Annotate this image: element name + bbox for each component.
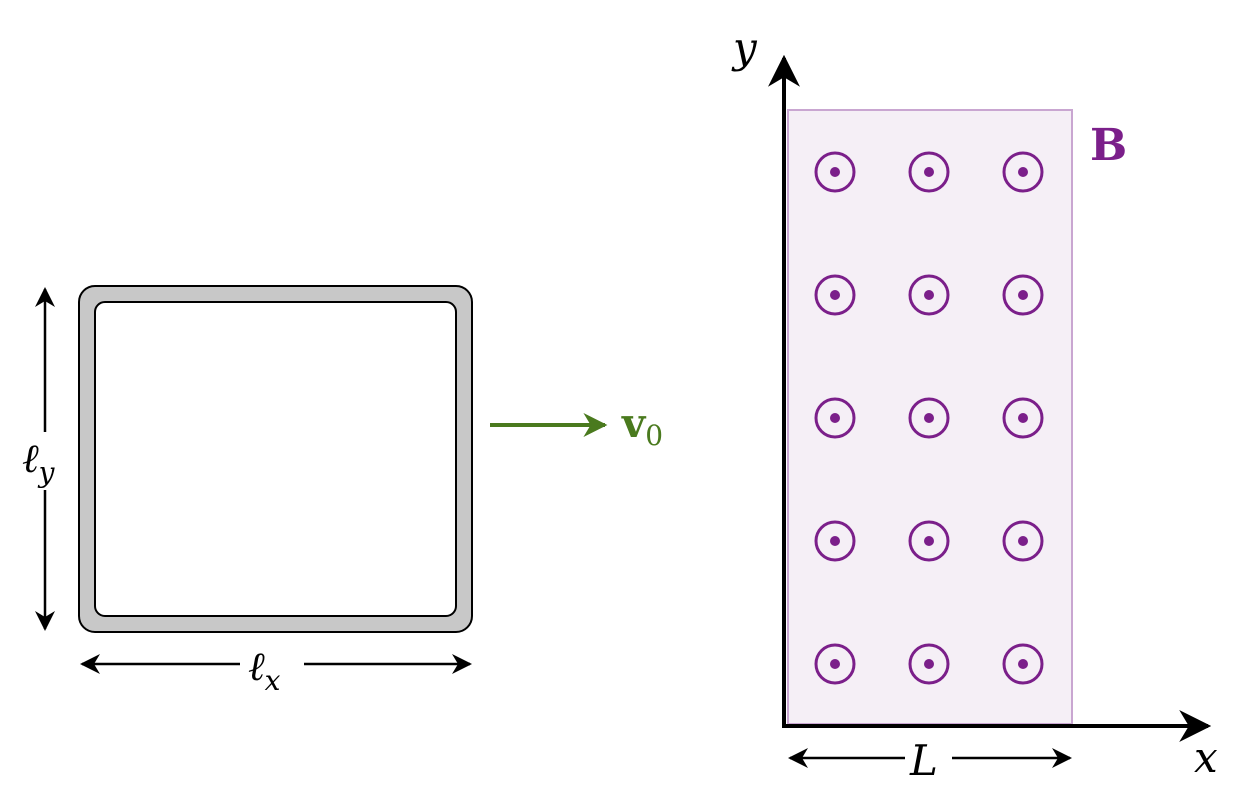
field-symbol-dot: [1018, 413, 1028, 423]
field-out-of-page-symbol: [908, 643, 950, 685]
field-symbol-ring: [814, 397, 856, 439]
axes: y x: [731, 23, 1218, 782]
field-out-of-page-symbol: [908, 520, 950, 562]
field-symbol-dot: [1018, 536, 1028, 546]
loop-inner-edge: [94, 301, 457, 617]
field-out-of-page-symbol: [908, 151, 950, 193]
field-out-of-page-symbol: [814, 520, 856, 562]
field-symbol-dot: [1018, 659, 1028, 669]
loop-width-dimension: ℓx: [80, 644, 472, 697]
field-out-of-page-symbol: [814, 643, 856, 685]
field-symbol-ring: [908, 274, 950, 316]
field-symbol-dot: [1018, 290, 1028, 300]
field-symbol-ring: [1002, 274, 1044, 316]
field-symbol-dot: [830, 659, 840, 669]
field-symbol-ring: [814, 520, 856, 562]
loop-height-label: ℓy: [22, 436, 56, 489]
field-symbol-ring: [908, 151, 950, 193]
region-width-dimension: L: [788, 736, 1072, 785]
field-symbols: [814, 151, 1044, 685]
field-symbol-dot: [924, 167, 934, 177]
field-symbol-dot: [924, 290, 934, 300]
field-out-of-page-symbol: [814, 397, 856, 439]
field-symbol-ring: [908, 643, 950, 685]
field-symbol-dot: [830, 167, 840, 177]
field-symbol-ring: [908, 397, 950, 439]
velocity-label: v0: [621, 400, 663, 452]
field-symbol-dot: [1018, 167, 1028, 177]
field-symbol-ring: [814, 643, 856, 685]
field-symbol-ring: [1002, 151, 1044, 193]
field-out-of-page-symbol: [1002, 520, 1044, 562]
velocity-vector: v0: [490, 400, 663, 452]
x-axis-label: x: [1194, 733, 1218, 782]
y-axis-label: y: [731, 23, 758, 72]
field-out-of-page-symbol: [1002, 397, 1044, 439]
region-width-label: L: [909, 736, 938, 785]
field-out-of-page-symbol: [908, 274, 950, 316]
field-symbol-ring: [1002, 397, 1044, 439]
field-out-of-page-symbol: [908, 397, 950, 439]
field-symbol-dot: [924, 536, 934, 546]
field-out-of-page-symbol: [814, 274, 856, 316]
field-out-of-page-symbol: [1002, 151, 1044, 193]
conducting-loop: [78, 285, 473, 633]
field-symbol-ring: [814, 151, 856, 193]
field-symbol-ring: [1002, 520, 1044, 562]
field-symbol-dot: [830, 413, 840, 423]
field-symbol-dot: [830, 290, 840, 300]
field-out-of-page-symbol: [1002, 643, 1044, 685]
field-label: B: [1090, 120, 1127, 171]
field-symbol-dot: [924, 413, 934, 423]
field-out-of-page-symbol: [814, 151, 856, 193]
loop-height-dimension: ℓy: [22, 287, 56, 631]
field-symbol-ring: [1002, 643, 1044, 685]
loop-width-label: ℓx: [248, 644, 281, 697]
field-symbol-ring: [908, 520, 950, 562]
field-out-of-page-symbol: [1002, 274, 1044, 316]
field-symbol-dot: [830, 536, 840, 546]
field-symbol-dot: [924, 659, 934, 669]
field-symbol-ring: [814, 274, 856, 316]
